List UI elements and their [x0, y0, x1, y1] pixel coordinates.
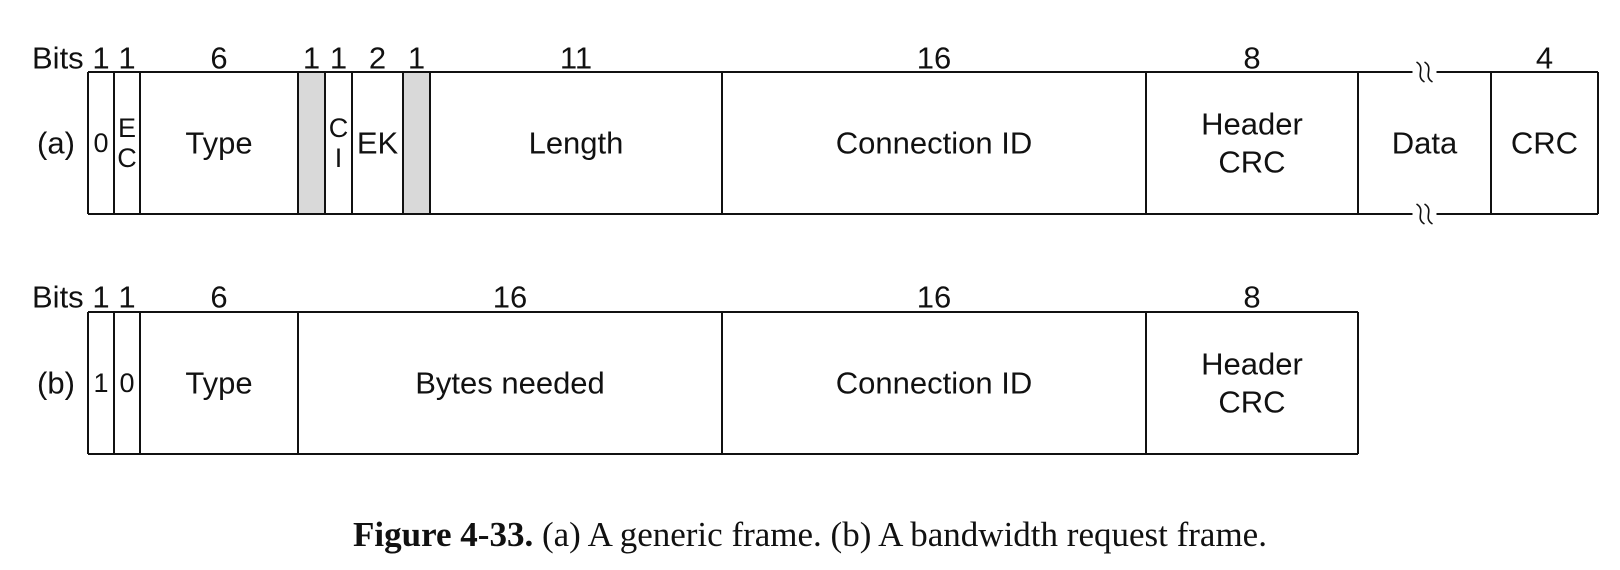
field-label: Header — [1201, 107, 1303, 142]
field-label: 1 — [93, 368, 108, 398]
field-label: EK — [357, 126, 399, 161]
bit-count: 16 — [917, 41, 951, 76]
field-label: Bytes needed — [415, 366, 605, 401]
bits-label: Bits — [32, 41, 84, 76]
bit-count: 1 — [92, 41, 109, 76]
field-label: I — [335, 143, 343, 173]
field-label: 0 — [93, 128, 108, 158]
field-bit-0: 10 — [92, 41, 109, 159]
field-label: Header — [1201, 347, 1303, 382]
field-bit-0: 10 — [118, 280, 135, 399]
row-label: (a) — [37, 126, 75, 161]
field-reserved-1: 1 — [298, 41, 325, 214]
field-reserved-2: 1 — [403, 41, 430, 214]
field-label: E — [118, 113, 136, 143]
figure-number: Figure 4-33. — [353, 515, 534, 554]
bit-count: 16 — [493, 280, 527, 315]
field-label: Type — [185, 366, 252, 401]
bit-count: 11 — [560, 41, 592, 76]
field-ci: 1CI — [329, 41, 349, 174]
bit-count: 6 — [210, 41, 227, 76]
bit-count: 1 — [330, 41, 347, 76]
bit-count: 1 — [408, 41, 425, 76]
field-label: C — [117, 143, 137, 173]
bits-label: Bits — [32, 280, 84, 315]
bit-count: 8 — [1243, 41, 1260, 76]
bit-count: 1 — [118, 280, 135, 315]
reserved-bit-shading — [403, 72, 430, 214]
bit-count: 1 — [303, 41, 320, 76]
field-ek: 2EK — [357, 41, 399, 161]
field-bit-1: 11 — [92, 280, 109, 399]
bit-count: 1 — [92, 280, 109, 315]
field-label: 0 — [119, 368, 134, 398]
bit-count: 16 — [917, 280, 951, 315]
row-label: (b) — [37, 366, 75, 401]
field-ec: 1EC — [117, 41, 137, 174]
data-break-mark — [1416, 61, 1433, 83]
figure-caption-text: (a) A generic frame. (b) A bandwidth req… — [541, 515, 1267, 554]
field-label: Connection ID — [836, 126, 1032, 161]
reserved-bit-shading — [298, 72, 325, 214]
field-data: Data — [1392, 126, 1458, 161]
data-break-mark — [1416, 203, 1433, 225]
bit-count: 8 — [1243, 280, 1260, 315]
field-label: CRC — [1218, 385, 1285, 420]
field-label: CRC — [1511, 126, 1578, 161]
field-label: C — [329, 113, 349, 143]
field-label: CRC — [1218, 145, 1285, 180]
bit-count: 4 — [1536, 41, 1553, 76]
bit-count: 2 — [369, 41, 386, 76]
field-label: Length — [529, 126, 624, 161]
field-label: Type — [185, 126, 252, 161]
field-label: Data — [1392, 126, 1458, 161]
field-label: Connection ID — [836, 366, 1032, 401]
figure-caption: Figure 4-33. (a) A generic frame. (b) A … — [0, 515, 1620, 555]
bit-count: 6 — [210, 280, 227, 315]
bit-count: 1 — [118, 41, 135, 76]
